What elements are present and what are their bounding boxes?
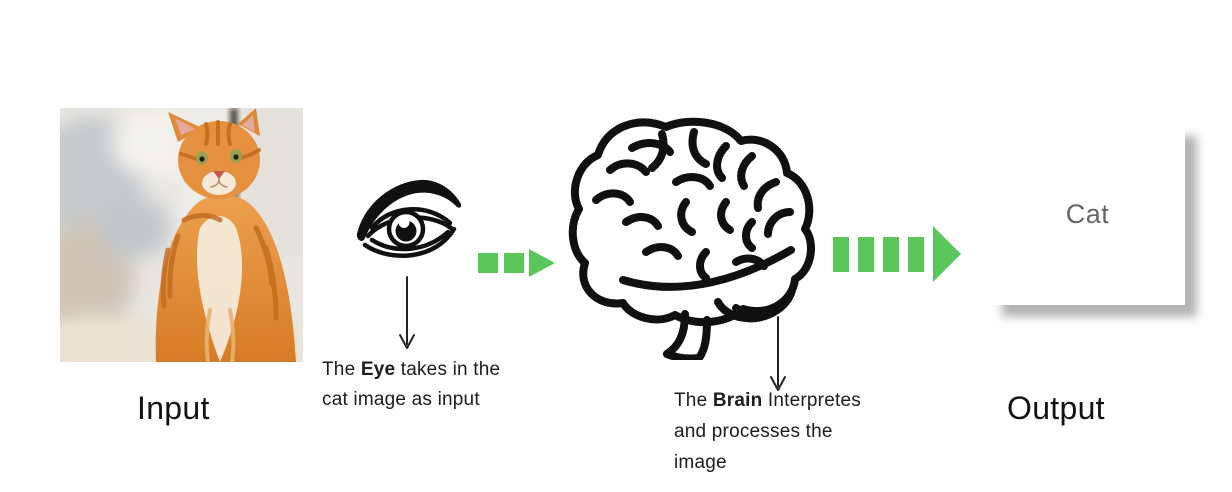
output-card: Cat: [990, 124, 1185, 305]
eye-icon: [352, 168, 464, 272]
eye-caption: The Eye takes in the cat image as input: [322, 355, 500, 415]
output-card-text: Cat: [1065, 199, 1110, 229]
dashed-arrow-icon-1: [477, 246, 557, 280]
dashed-arrow-icon-2: [832, 225, 962, 283]
eye-caption-line2: cat image as input: [322, 389, 480, 410]
brain-caption-line1: The Brain Interpretes: [674, 390, 861, 411]
brain-caption: The Brain Interpretes and processes the …: [674, 385, 861, 478]
eye-caption-line1: The Eye takes in the: [322, 359, 501, 380]
brain-caption-line3: image: [674, 452, 727, 473]
cat-photo: [60, 108, 303, 362]
cat-photo-image: [60, 108, 303, 362]
output-label: Output: [1007, 390, 1105, 426]
eye-down-arrow-icon: [398, 276, 416, 350]
brain-down-arrow-icon: [769, 316, 787, 392]
brain-caption-line2: and processes the: [674, 421, 833, 442]
brain-icon: [566, 110, 816, 363]
input-label: Input: [137, 390, 210, 426]
